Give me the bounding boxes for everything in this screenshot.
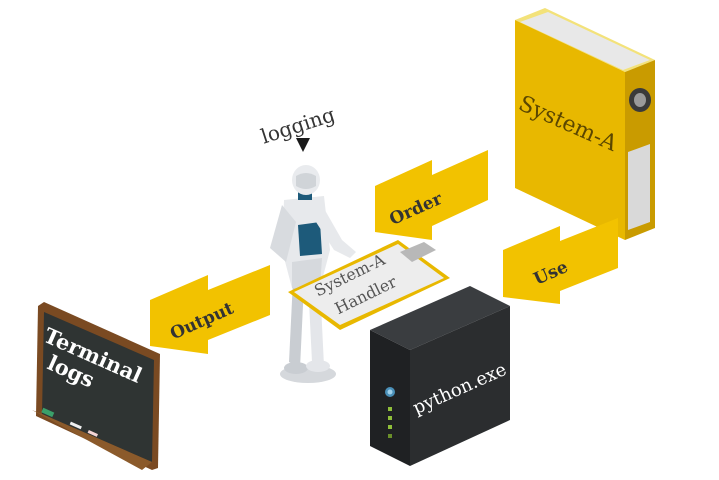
robot-left-arm [270, 205, 296, 262]
logging-annotation: logging [258, 102, 338, 152]
binder-spine-label [628, 144, 650, 230]
chalk-tray [32, 410, 152, 470]
computer-side [410, 306, 510, 466]
robot-left-leg [289, 280, 304, 368]
computer-front [370, 330, 410, 466]
output-arrow: Output [150, 265, 270, 354]
clipboard-clip-icon [400, 242, 436, 262]
order-arrow: Order [375, 150, 488, 240]
robot-chest-panel [298, 222, 322, 256]
down-triangle-icon [296, 138, 310, 152]
led-indicator-icon [388, 407, 392, 411]
use-arrow: Use [503, 218, 618, 304]
binder: System-A [515, 8, 655, 240]
chalkboard: Terminal logs [32, 302, 160, 470]
robot-right-arm [316, 205, 356, 258]
computer-tower: python.exe [370, 286, 510, 466]
eraser-icon [41, 407, 55, 418]
binder-front [515, 20, 625, 240]
computer-top [370, 286, 510, 350]
binder-pages [520, 12, 650, 70]
chalk-icon [69, 421, 82, 430]
clipboard-paper [294, 244, 444, 325]
